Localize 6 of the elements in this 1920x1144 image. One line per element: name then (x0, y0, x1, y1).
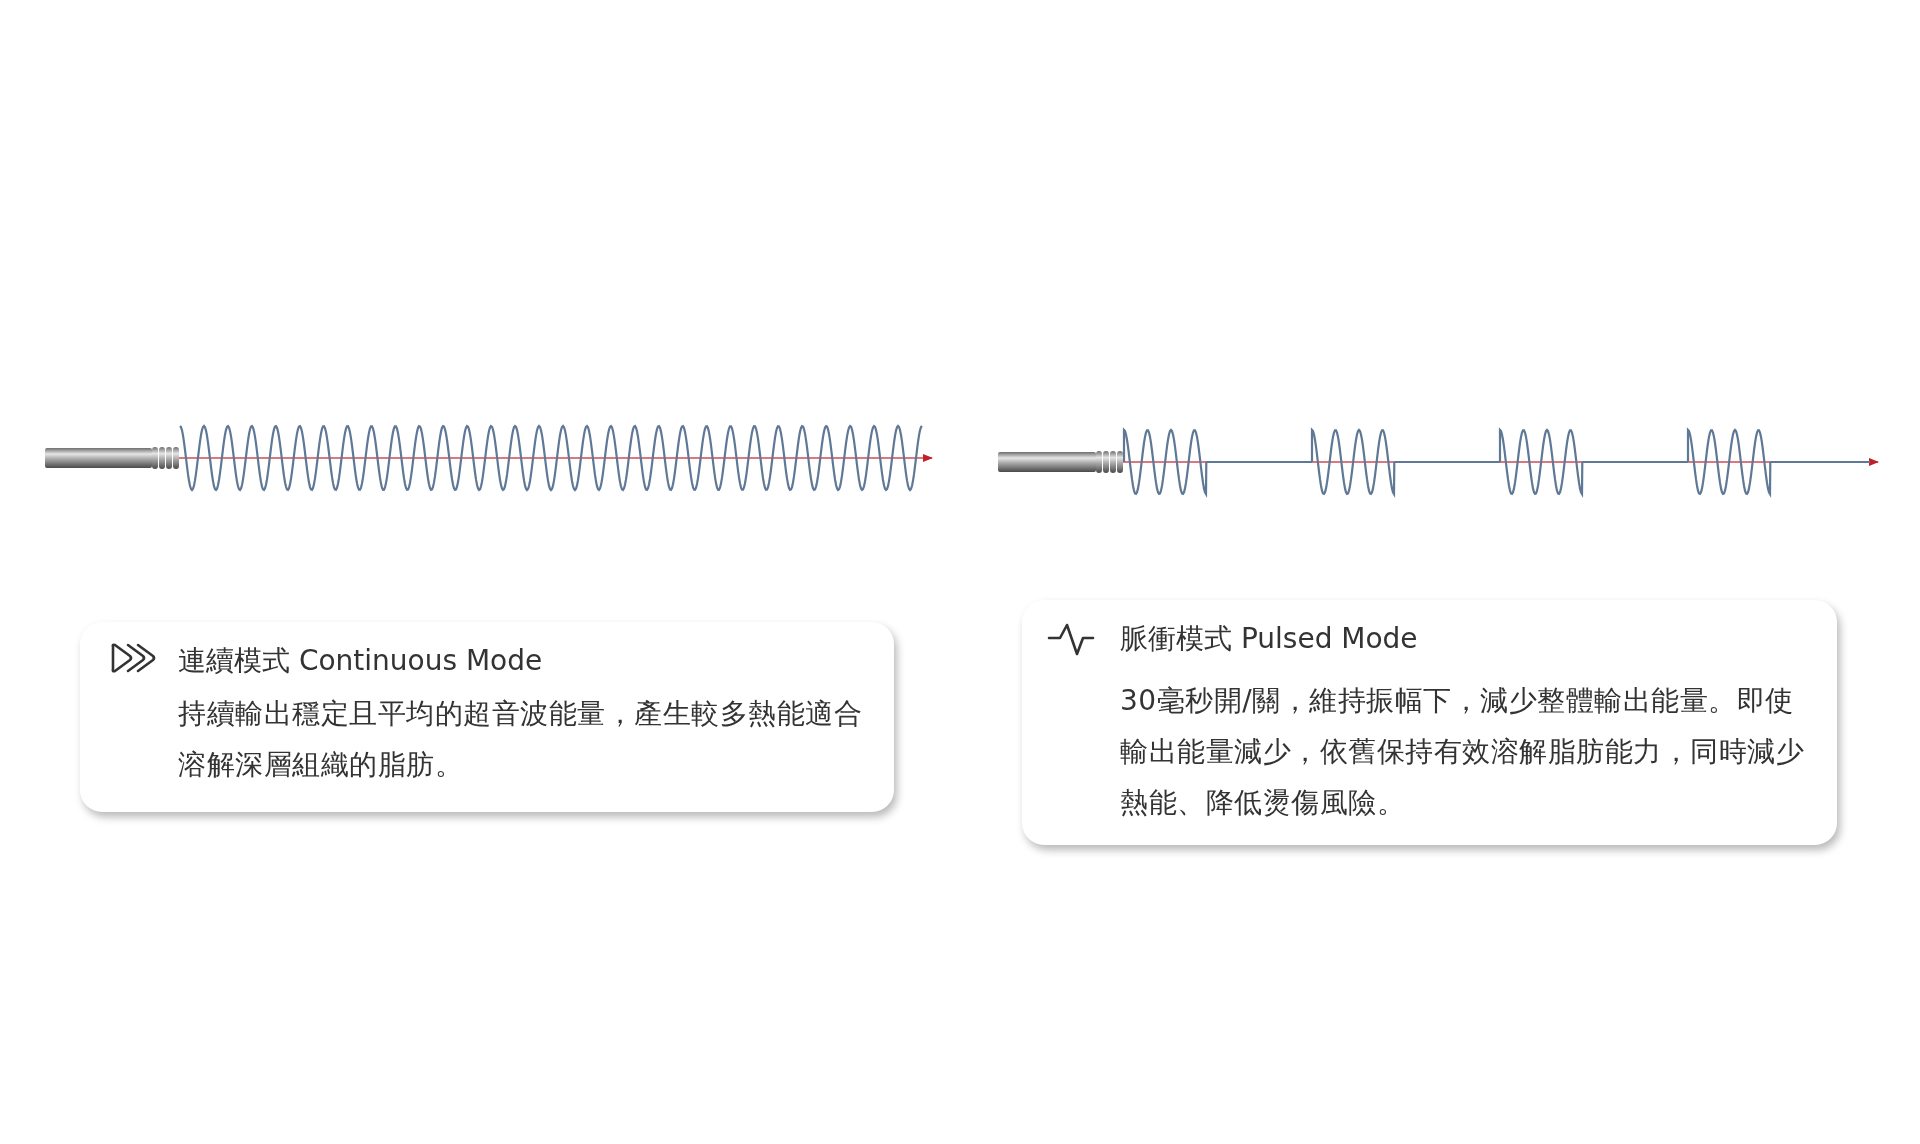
card-body: 30毫秒開/關，維持振幅下，減少整體輸出能量。即使輸出能量減少，依舊保持有效溶解脂肪能力，同時減少熱能、降低燙傷風險。 (1120, 683, 1805, 821)
card-heading: 脈衝模式 Pulsed Mode (1120, 621, 1418, 657)
mode-card (1022, 600, 1837, 845)
mode-card (80, 622, 894, 812)
card-body: 持續輸出穩定且平均的超音波能量，產生較多熱能適合溶解深層組織的脂肪。 (178, 696, 863, 783)
card-heading: 連續模式 Continuous Mode (178, 643, 543, 679)
